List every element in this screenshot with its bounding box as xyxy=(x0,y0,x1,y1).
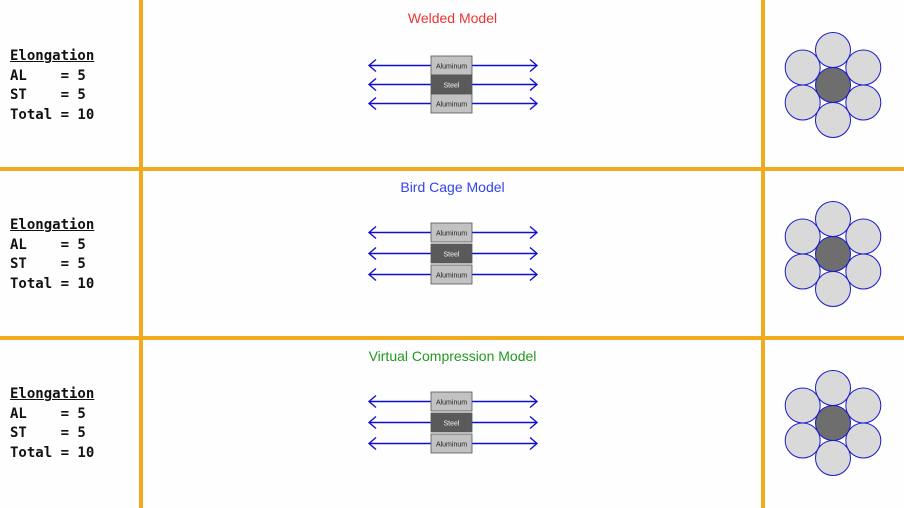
steel-core-wire xyxy=(815,405,851,441)
aluminum-wire xyxy=(845,253,882,290)
aluminum-wire xyxy=(815,271,851,307)
aluminum-wire xyxy=(784,422,821,459)
svg-text:Steel: Steel xyxy=(444,252,460,259)
layer-aluminum-bottom: Aluminum xyxy=(430,93,473,114)
aluminum-wire xyxy=(815,370,851,406)
steel-core-wire xyxy=(815,67,851,103)
aluminum-wire xyxy=(784,49,821,86)
svg-text:Aluminum: Aluminum xyxy=(436,64,467,71)
aluminum-wire xyxy=(784,253,821,290)
model-title-bird-cage: Bird Cage Model xyxy=(400,179,505,195)
svg-text:Aluminum: Aluminum xyxy=(436,231,467,238)
elongation-panel: Elongation AL = 5 ST = 5 Total = 10 xyxy=(10,216,94,294)
layer-aluminum-bottom: Aluminum xyxy=(430,264,473,285)
layer-aluminum-bottom: Aluminum xyxy=(430,433,473,454)
tension-diagram-virtual-compression: Aluminum Steel Aluminum xyxy=(367,391,539,454)
row-divider-2 xyxy=(0,336,904,340)
elongation-heading: Elongation xyxy=(10,386,95,402)
elongation-st: ST = 5 xyxy=(10,425,86,441)
row-divider-1 xyxy=(0,167,904,171)
elongation-al: AL = 5 xyxy=(10,405,86,422)
right-divider xyxy=(761,0,765,508)
aluminum-wire xyxy=(845,422,882,459)
aluminum-wire xyxy=(845,49,882,86)
tension-diagram-bird-cage: Aluminum Steel Aluminum xyxy=(367,222,539,285)
aluminum-wire xyxy=(845,218,882,255)
elongation-panel: Elongation AL = 5 ST = 5 Total = 10 xyxy=(10,385,94,463)
elongation-total: Total = 10 xyxy=(10,275,95,292)
strand-cross-section-welded xyxy=(784,32,882,138)
elongation-st: ST = 5 xyxy=(10,87,86,103)
elongation-st: ST = 5 xyxy=(10,256,86,272)
svg-text:Aluminum: Aluminum xyxy=(436,442,467,449)
aluminum-wire xyxy=(815,201,851,237)
strand-cross-section-bird-cage xyxy=(784,201,882,307)
aluminum-wire xyxy=(815,440,851,476)
aluminum-wire xyxy=(845,84,882,121)
steel-core-wire xyxy=(815,236,851,272)
elongation-heading: Elongation xyxy=(10,217,95,233)
elongation-total: Total = 10 xyxy=(10,444,95,461)
tension-diagram-welded: Aluminum Steel Aluminum xyxy=(367,55,539,114)
elongation-total: Total = 10 xyxy=(10,106,95,123)
model-title-welded: Welded Model xyxy=(407,10,498,26)
elongation-heading: Elongation xyxy=(10,48,95,64)
aluminum-wire xyxy=(784,84,821,121)
elongation-al: AL = 5 xyxy=(10,67,86,84)
aluminum-wire xyxy=(784,387,821,424)
elongation-panel: Elongation AL = 5 ST = 5 Total = 10 xyxy=(10,47,94,125)
svg-text:Aluminum: Aluminum xyxy=(436,400,467,407)
svg-text:Aluminum: Aluminum xyxy=(436,102,467,109)
layer-aluminum-top: Aluminum xyxy=(430,222,473,243)
layer-steel: Steel xyxy=(430,243,473,264)
layer-steel: Steel xyxy=(430,412,473,433)
elongation-al: AL = 5 xyxy=(10,236,86,253)
svg-text:Steel: Steel xyxy=(444,83,460,90)
layer-steel: Steel xyxy=(430,74,473,95)
aluminum-wire xyxy=(845,387,882,424)
svg-text:Steel: Steel xyxy=(444,421,460,428)
aluminum-wire xyxy=(815,102,851,138)
layer-aluminum-top: Aluminum xyxy=(430,391,473,412)
svg-text:Aluminum: Aluminum xyxy=(436,273,467,280)
model-title-virtual-compression: Virtual Compression Model xyxy=(368,348,537,364)
aluminum-wire xyxy=(815,32,851,68)
left-divider xyxy=(139,0,143,508)
aluminum-wire xyxy=(784,218,821,255)
strand-cross-section-virtual-compression xyxy=(784,370,882,476)
layer-aluminum-top: Aluminum xyxy=(430,55,473,76)
